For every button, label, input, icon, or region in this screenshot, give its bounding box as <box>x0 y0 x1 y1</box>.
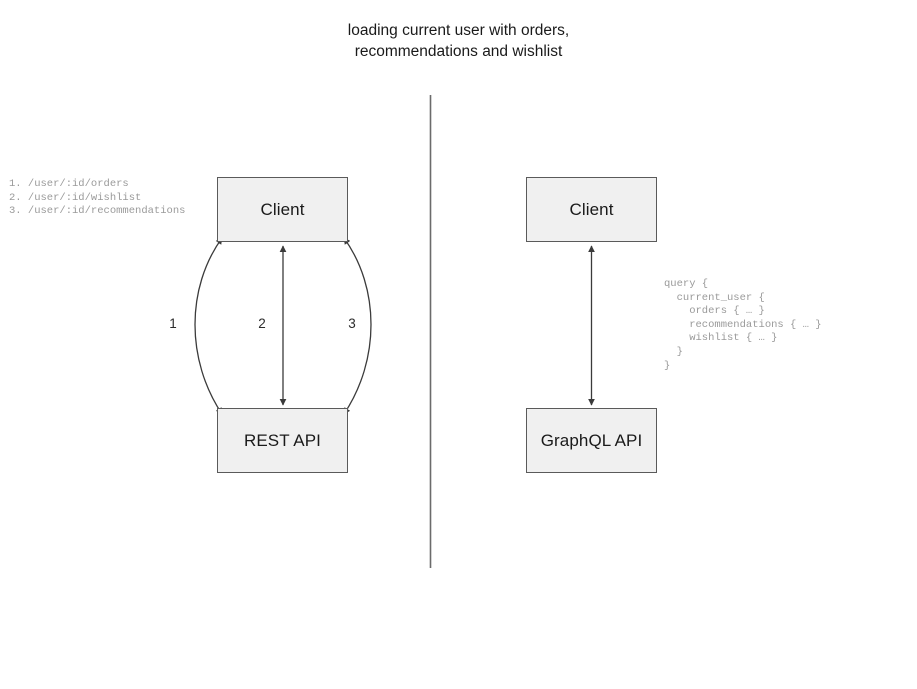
diagram-title: loading current user with orders, recomm… <box>347 22 570 60</box>
node-rest-api[interactable]: REST API <box>217 408 348 473</box>
edge-label-1: 1 <box>169 316 177 331</box>
edge-rest-3 <box>343 237 372 415</box>
rest-endpoint-list: 1. /user/:id/orders 2. /user/:id/wishlis… <box>9 178 186 218</box>
node-client-graphql[interactable]: Client <box>526 177 657 242</box>
edge-rest-1 <box>194 237 223 415</box>
edge-label-3: 3 <box>348 316 356 331</box>
edge-label-2: 2 <box>258 316 266 331</box>
graphql-query-snippet: query { current_user { orders { … } reco… <box>664 278 822 372</box>
node-graphql-api[interactable]: GraphQL API <box>526 408 657 473</box>
node-client-rest[interactable]: Client <box>217 177 348 242</box>
